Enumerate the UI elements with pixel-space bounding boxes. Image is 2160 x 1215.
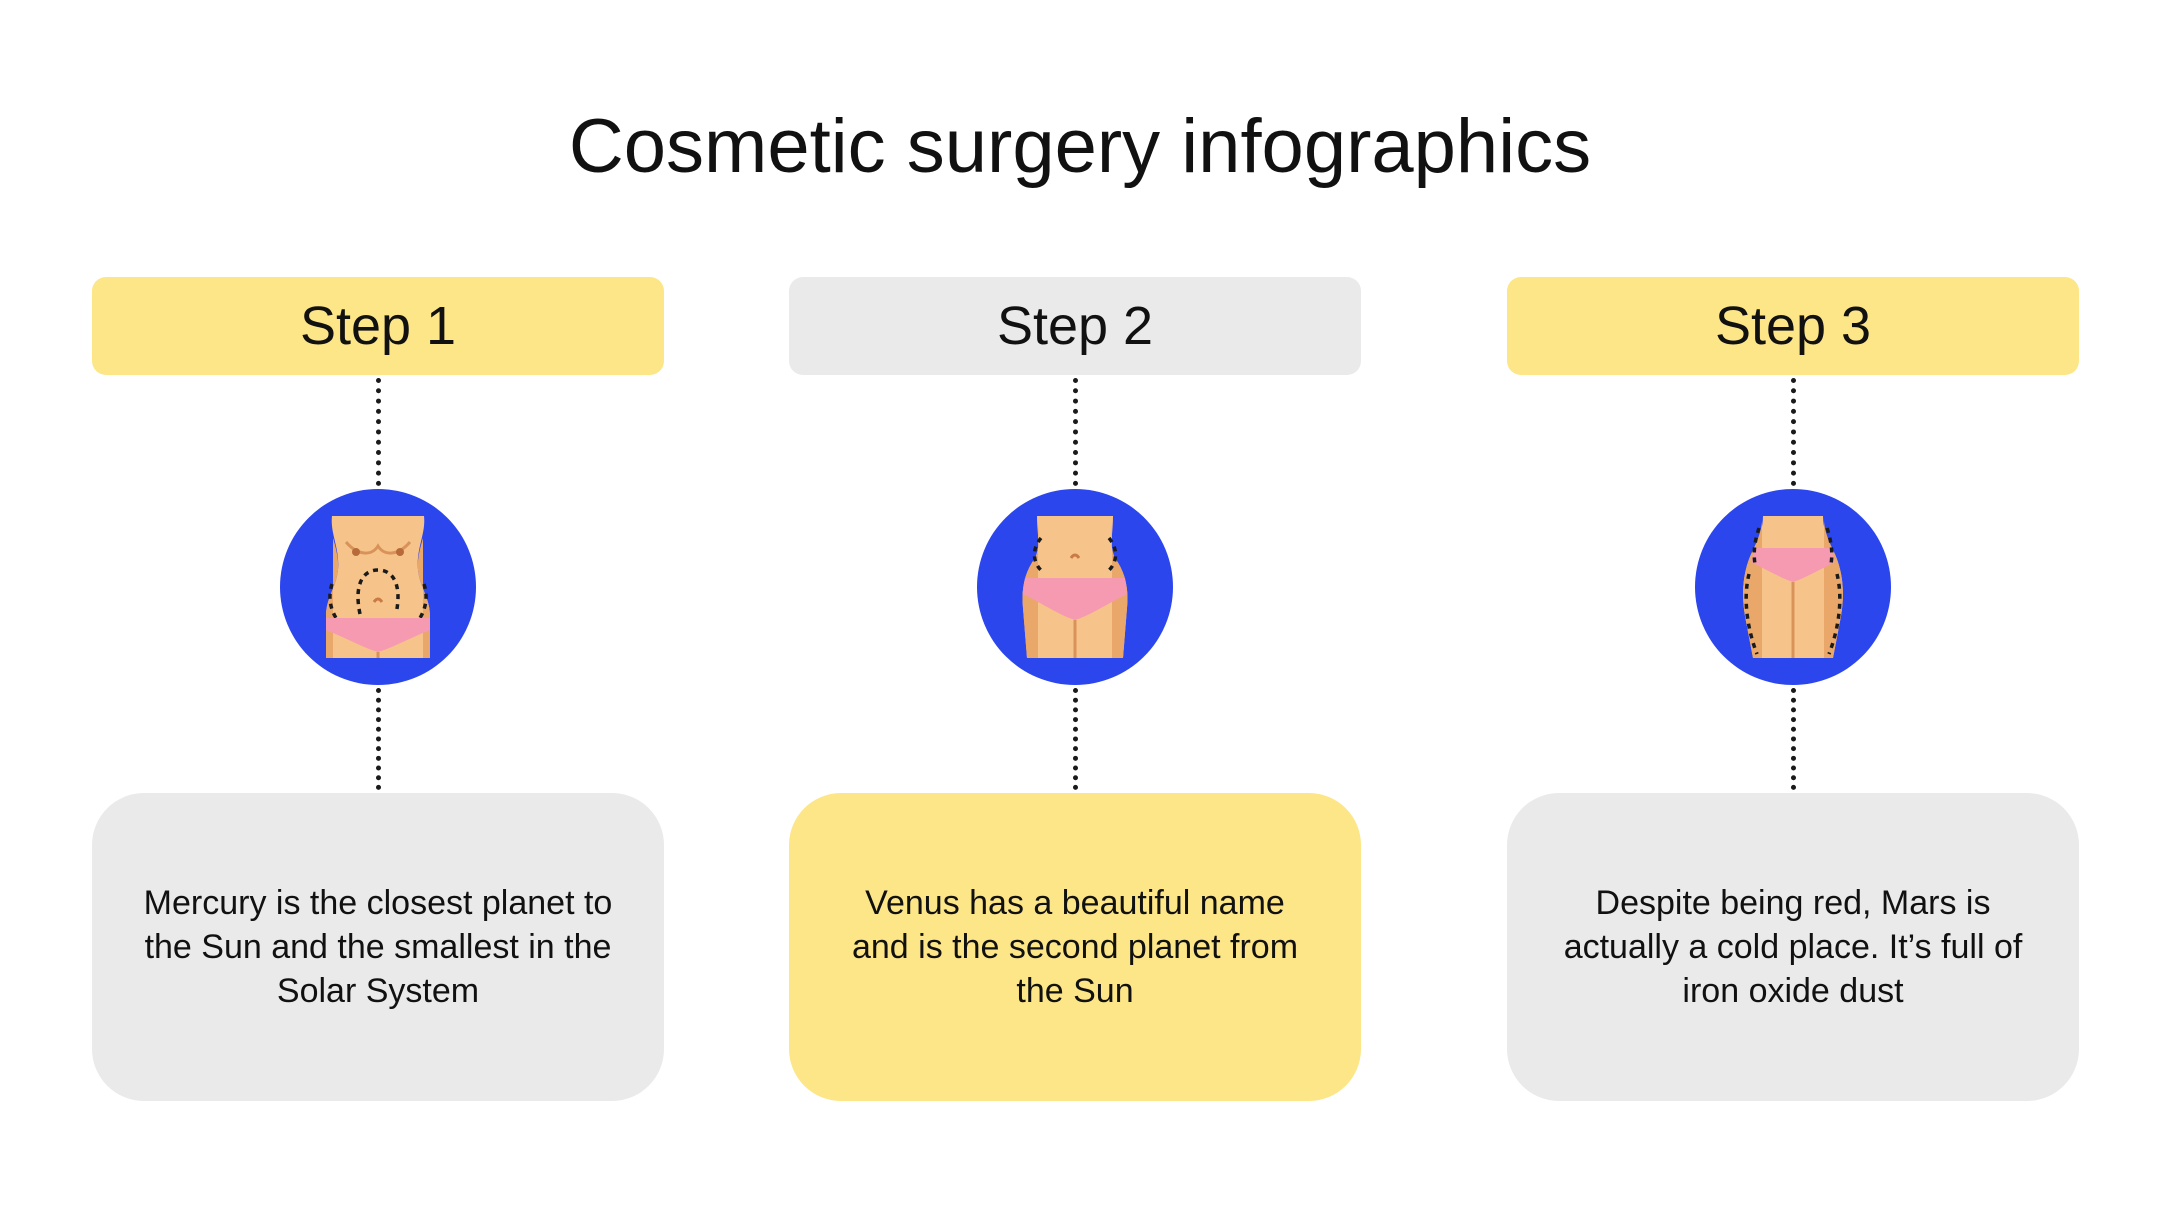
dotted-connector: [376, 688, 381, 790]
thigh-liposuction-icon: [1743, 516, 1843, 658]
dotted-connector: [1073, 378, 1078, 486]
step-description: Venus has a beautiful name and is the se…: [851, 884, 1299, 1010]
step-card-1: Mercury is the closest planet to the Sun…: [92, 793, 664, 1101]
dotted-connector: [1073, 688, 1078, 790]
step-description: Mercury is the closest planet to the Sun…: [143, 884, 613, 1010]
step-column-3: Step 3 Despite being red, Mars is actual…: [1507, 0, 2079, 1215]
dotted-connector: [1791, 378, 1796, 486]
step-column-1: Step 1 Mercury is the closest plane: [92, 0, 664, 1215]
step-label: Step 3: [1714, 296, 1872, 356]
step-label: Step 2: [996, 296, 1154, 356]
step-label: Step 1: [299, 296, 457, 356]
step-header-2: Step 2: [789, 277, 1361, 375]
step-card-3: Despite being red, Mars is actually a co…: [1507, 793, 2079, 1101]
dotted-connector: [376, 378, 381, 486]
dotted-connector: [1791, 688, 1796, 790]
step-icon-circle: [1695, 489, 1891, 685]
step-icon-circle: [280, 489, 476, 685]
step-card-2: Venus has a beautiful name and is the se…: [789, 793, 1361, 1101]
step-header-1: Step 1: [92, 277, 664, 375]
abdomen-liposuction-icon: [326, 516, 430, 658]
step-icon-circle: [977, 489, 1173, 685]
step-description: Despite being red, Mars is actually a co…: [1563, 884, 2023, 1010]
page-title: Cosmetic surgery infographics: [568, 104, 1592, 189]
step-header-3: Step 3: [1507, 277, 2079, 375]
step-column-2: Step 2 Venus has a beautiful name and is…: [789, 0, 1361, 1215]
waist-liposuction-icon: [1022, 516, 1128, 658]
